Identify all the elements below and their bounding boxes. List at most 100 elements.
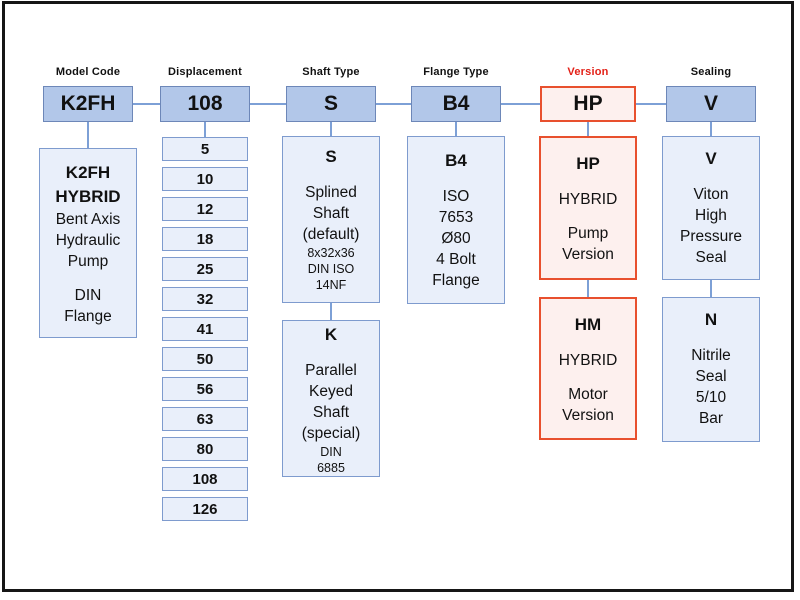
description-line: Pump [567,225,609,242]
connector-line [330,302,332,321]
column-label-flange-type: Flange Type [423,66,489,78]
description-line: 14NF [315,278,347,292]
description-line: Shaft [312,404,350,421]
column-label-version: Version [567,66,609,78]
description-line: HM [574,315,602,334]
description-line: Seal [695,368,727,385]
description-line [541,176,635,189]
description-line: (special) [301,425,361,442]
description-line [663,171,759,184]
shaft-type-value-box: S [286,86,376,122]
column-label-sealing: Sealing [690,66,732,78]
displacement-item: 18 [162,227,248,251]
description-line [40,272,136,285]
connector-line [710,121,712,137]
connector-line [587,121,589,137]
connector-line [204,121,206,138]
connector-line [330,121,332,137]
displacement-item: 25 [162,257,248,281]
connector-line [376,103,413,105]
connector-line [501,103,542,105]
description-line [541,210,635,223]
description-line: DIN [74,287,102,304]
flange-type-value: B4 [442,92,470,115]
displacement-item: 80 [162,437,248,461]
description-line [541,337,635,350]
diagram-border [2,1,794,592]
description-line: Motor [568,386,608,403]
sealing-value-box: V [666,86,756,122]
description-line: High [695,207,727,224]
description-line: Version [562,246,614,263]
description-line: Parallel [305,362,357,379]
description-line: DIN [320,445,342,459]
description-line: 6885 [317,461,345,475]
displacement-value-box: 108 [160,86,250,122]
description-line: B4 [445,151,467,170]
description-line: Hydraulic [55,232,121,249]
connector-line [635,103,668,105]
description-line: Flange [432,272,480,289]
sealing-value: V [703,92,718,115]
displacement-item: 56 [162,377,248,401]
description-line [283,169,379,182]
description-line: ISO [442,188,470,205]
connector-line [455,121,457,137]
displacement-value: 108 [187,92,223,115]
connector-line [710,279,712,298]
description-line: Flange [64,308,112,325]
displacement-item: 50 [162,347,248,371]
description-line [283,347,379,360]
description-line: Ø80 [441,230,471,247]
connector-line [587,279,589,298]
model-code-value: K2FH [60,92,116,115]
model-code-value-box: K2FH [43,86,133,122]
description-line: HYBRID [558,191,618,208]
description-line: Bent Axis [55,211,121,228]
displacement-item: 12 [162,197,248,221]
displacement-item: 32 [162,287,248,311]
column-label-displacement: Displacement [168,66,242,78]
description-line: Version [562,407,614,424]
description-line: HYBRID [558,352,618,369]
description-line [408,173,504,186]
displacement-item: 5 [162,137,248,161]
description-line: (default) [302,226,360,243]
displacement-item: 63 [162,407,248,431]
description-line: Splined [305,184,357,201]
description-line: S [325,147,337,166]
displacement-item: 126 [162,497,248,521]
column-label-shaft-type: Shaft Type [302,66,360,78]
description-line: Seal [695,249,727,266]
description-line: Bar [698,410,724,427]
description-line: K2FH [65,163,111,182]
displacement-list: 5 10 12 18 25 32 41 50 56 63 80 108 126 [162,137,248,527]
description-line: V [705,149,717,168]
description-line: Viton [693,186,729,203]
description-line: HYBRID [55,187,121,206]
connector-line [250,103,288,105]
description-line: Pump [67,253,109,270]
shaft-type-value: S [323,92,338,115]
displacement-item: 108 [162,467,248,491]
version-value: HP [573,92,603,115]
description-line: 7653 [438,209,474,226]
flange-type-value-box: B4 [411,86,501,122]
description-line [663,332,759,345]
displacement-item: 10 [162,167,248,191]
description-line: Pressure [679,228,743,245]
displacement-item: 41 [162,317,248,341]
description-line: DIN ISO [307,262,355,276]
connector-line [133,103,162,105]
description-line: 4 Bolt [436,251,476,268]
description-line [541,371,635,384]
description-line: N [704,310,718,329]
connector-line [87,121,89,149]
